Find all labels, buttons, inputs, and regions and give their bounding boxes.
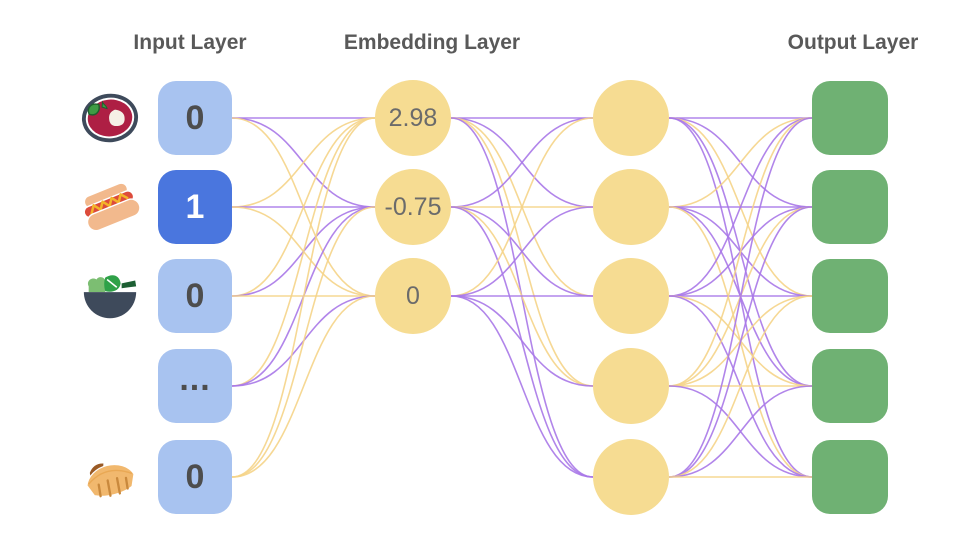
embedding-node-value: 2.98 — [388, 103, 438, 132]
hidden-node-4 — [593, 348, 669, 424]
input-node-1: 0 — [158, 81, 232, 155]
input-node-value: 1 — [185, 187, 205, 226]
output-node-4 — [812, 349, 888, 423]
output-layer-title: Output Layer — [787, 31, 919, 54]
embedding-node-3: 0 — [375, 258, 451, 334]
input-layer-title: Input Layer — [133, 31, 247, 54]
embedding-layer-title: Embedding Layer — [343, 31, 521, 54]
input-node-2: 1 — [158, 170, 232, 244]
input-node-4: ... — [158, 349, 232, 423]
input-node-value: 0 — [185, 276, 205, 315]
input-node-value: ... — [179, 360, 211, 399]
borscht-bowl-icon — [79, 87, 141, 149]
hidden-node-1 — [593, 80, 669, 156]
output-node-5 — [812, 440, 888, 514]
input-node-value: 0 — [185, 457, 205, 496]
output-node-3 — [812, 259, 888, 333]
embedding-node-2: -0.75 — [375, 169, 451, 245]
input-node-value: 0 — [185, 98, 205, 137]
input-node-5: 0 — [158, 440, 232, 514]
input-node-3: 0 — [158, 259, 232, 333]
hidden-node-2 — [593, 169, 669, 245]
hot-dog-icon — [79, 176, 141, 238]
output-node-2 — [812, 170, 888, 244]
stuffed-flatbread-icon — [79, 447, 141, 509]
salad-bowl-icon — [79, 265, 141, 327]
embedding-node-1: 2.98 — [375, 80, 451, 156]
output-node-1 — [812, 81, 888, 155]
embedding-node-value: 0 — [406, 281, 420, 310]
hidden-node-5 — [593, 439, 669, 515]
hidden-node-3 — [593, 258, 669, 334]
embedding-node-value: -0.75 — [384, 192, 442, 221]
